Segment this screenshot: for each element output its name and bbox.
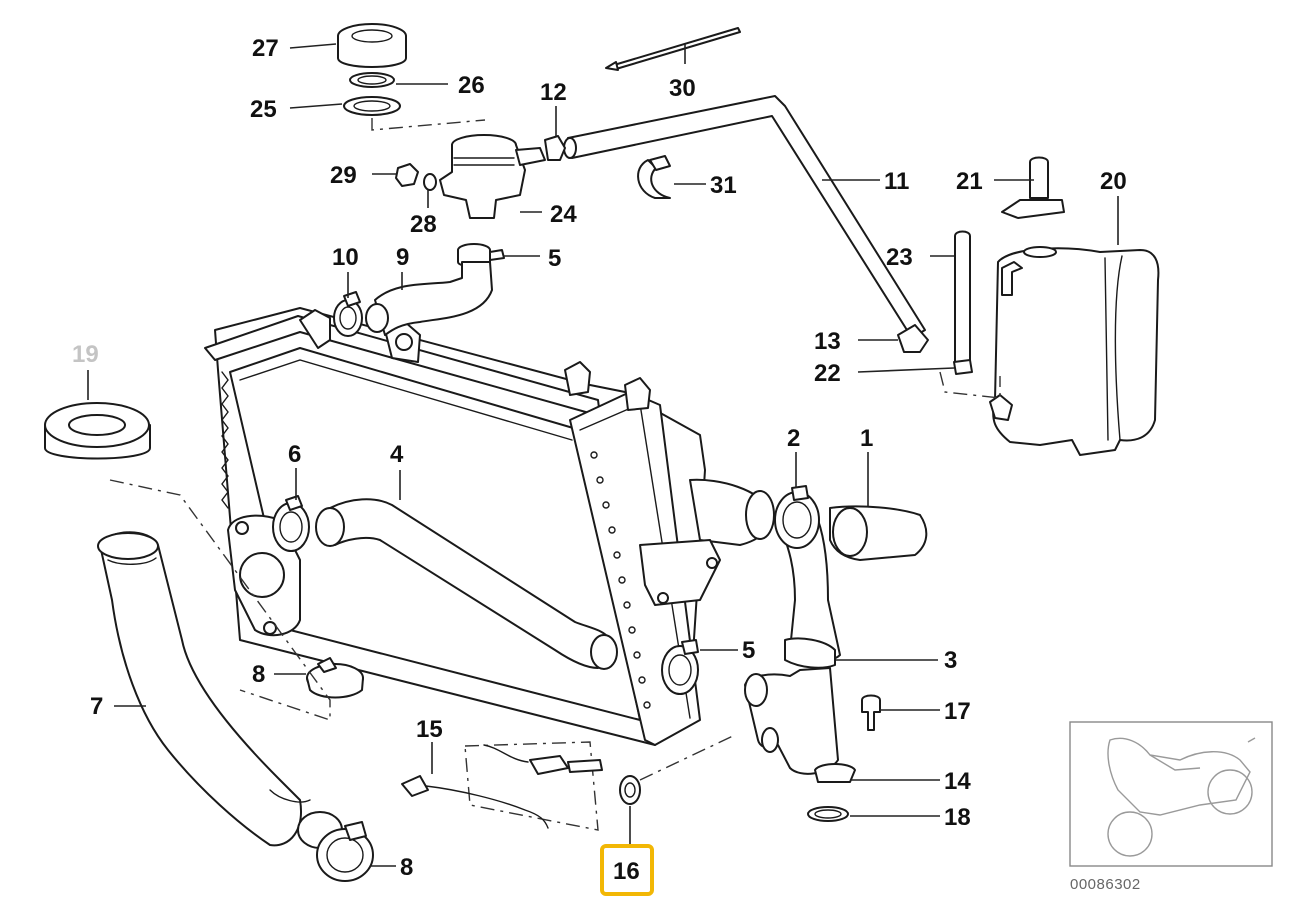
clamp-8-middle[interactable] bbox=[306, 657, 364, 699]
label-1[interactable]: 1 bbox=[860, 425, 873, 452]
hose-11[interactable] bbox=[563, 95, 926, 339]
hose-9[interactable] bbox=[365, 261, 493, 336]
label-12[interactable]: 12 bbox=[540, 79, 567, 106]
temp-sensor-15[interactable] bbox=[401, 744, 603, 829]
label-30[interactable]: 30 bbox=[669, 75, 696, 102]
label-15[interactable]: 15 bbox=[416, 716, 443, 743]
label-18[interactable]: 18 bbox=[944, 804, 971, 831]
seal-14[interactable] bbox=[814, 763, 856, 783]
clamp-6[interactable] bbox=[272, 495, 310, 552]
label-4[interactable]: 4 bbox=[390, 441, 404, 468]
label-7[interactable]: 7 bbox=[90, 693, 103, 720]
label-27[interactable]: 27 bbox=[252, 35, 279, 62]
label-11[interactable]: 11 bbox=[884, 168, 909, 195]
label-3[interactable]: 3 bbox=[944, 647, 957, 674]
label-29[interactable]: 29 bbox=[330, 162, 357, 189]
selected-part-highlight bbox=[600, 844, 654, 896]
grommet-19[interactable] bbox=[44, 402, 151, 460]
hose-7[interactable] bbox=[97, 531, 311, 847]
clip-13[interactable] bbox=[897, 324, 929, 353]
label-23[interactable]: 23 bbox=[886, 244, 913, 271]
hose-4[interactable] bbox=[315, 498, 618, 670]
tank-cap-21[interactable] bbox=[1001, 156, 1065, 219]
diagram-number: 00086302 bbox=[1070, 876, 1141, 893]
label-6[interactable]: 6 bbox=[288, 441, 301, 468]
rod-30[interactable] bbox=[605, 27, 741, 71]
clamp-10[interactable] bbox=[333, 291, 363, 337]
screw-17[interactable] bbox=[861, 694, 881, 731]
label-21[interactable]: 21 bbox=[956, 168, 983, 195]
expansion-tank-20[interactable] bbox=[989, 246, 1160, 456]
label-8-bottom[interactable]: 8 bbox=[400, 854, 413, 881]
label-20[interactable]: 20 bbox=[1100, 168, 1127, 195]
clamp-22[interactable] bbox=[953, 359, 973, 375]
o-ring-18[interactable] bbox=[807, 806, 849, 822]
filler-cap-27[interactable] bbox=[337, 23, 407, 68]
label-10[interactable]: 10 bbox=[332, 244, 359, 271]
label-9[interactable]: 9 bbox=[396, 244, 409, 271]
label-8-middle[interactable]: 8 bbox=[252, 661, 265, 688]
water-pipe-3[interactable] bbox=[744, 519, 841, 775]
label-28[interactable]: 28 bbox=[410, 211, 437, 238]
leader-lines bbox=[87, 43, 1119, 867]
label-5-lower[interactable]: 5 bbox=[742, 637, 755, 664]
label-17[interactable]: 17 bbox=[944, 698, 971, 725]
label-16[interactable]: 16 bbox=[613, 858, 640, 885]
seal-25[interactable] bbox=[343, 96, 401, 116]
clamp-12[interactable] bbox=[544, 135, 566, 161]
label-26[interactable]: 26 bbox=[458, 72, 485, 99]
tube-23[interactable] bbox=[954, 230, 971, 363]
clamp-8-bottom[interactable] bbox=[297, 811, 374, 882]
clip-31[interactable] bbox=[637, 155, 671, 199]
seal-26[interactable] bbox=[349, 72, 395, 88]
thermostat-housing-24[interactable] bbox=[439, 134, 546, 219]
label-25[interactable]: 25 bbox=[250, 96, 277, 123]
nut-29[interactable] bbox=[395, 163, 419, 187]
hose-1[interactable] bbox=[829, 505, 928, 561]
clamp-2[interactable] bbox=[774, 485, 820, 549]
motorcycle-thumbnail[interactable]: 00086302 bbox=[1069, 721, 1273, 893]
label-5-upper[interactable]: 5 bbox=[548, 245, 561, 272]
washer-16[interactable] bbox=[619, 775, 641, 805]
part-labels: 27 26 25 12 30 29 28 24 5 10 9 31 11 21 … bbox=[72, 35, 1127, 896]
label-14[interactable]: 14 bbox=[944, 768, 971, 795]
label-13[interactable]: 13 bbox=[814, 328, 841, 355]
label-31[interactable]: 31 bbox=[710, 172, 737, 199]
clamp-5-lower[interactable] bbox=[661, 639, 699, 695]
label-24[interactable]: 24 bbox=[550, 201, 577, 228]
label-19[interactable]: 19 bbox=[72, 341, 99, 368]
washer-28[interactable] bbox=[423, 173, 437, 191]
label-2[interactable]: 2 bbox=[787, 425, 800, 452]
motorcycle-icon bbox=[1107, 737, 1256, 857]
label-22[interactable]: 22 bbox=[814, 360, 841, 387]
